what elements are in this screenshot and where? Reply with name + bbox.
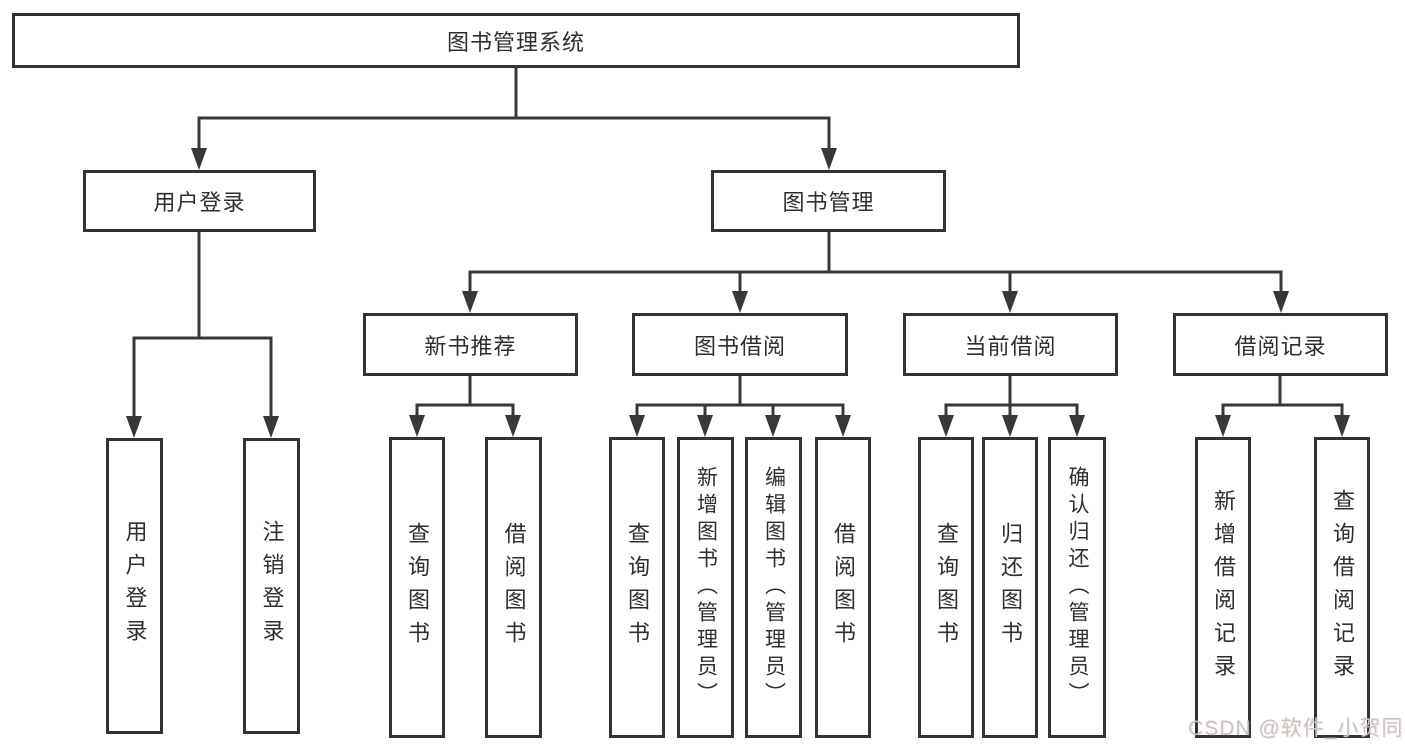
arrowhead (462, 291, 478, 313)
node-current-borrow: 当前借阅 (903, 313, 1118, 376)
watermark: CSDN @软件_小贺同学 (1188, 717, 1405, 740)
arrowhead (126, 416, 142, 438)
arrowhead (263, 416, 279, 438)
node-new-book-recommend: 新书推荐 (363, 313, 578, 376)
leaf-edit-books-admin: 编辑图书（管理员） (745, 437, 802, 738)
arrowhead (629, 415, 645, 437)
leaf-query-books-borrow: 查询图书 (609, 437, 665, 738)
arrowhead-group (126, 148, 1350, 438)
arrowhead (1215, 415, 1231, 437)
node-book-borrow: 图书借阅 (632, 313, 848, 376)
arrowhead (1069, 415, 1085, 437)
arrowhead (697, 415, 713, 437)
arrowhead (938, 415, 954, 437)
arrowhead (1273, 291, 1289, 313)
arrowhead (1002, 291, 1018, 313)
node-user-login: 用户登录 (83, 170, 316, 232)
leaf-add-borrow-record: 新增借阅记录 (1195, 437, 1251, 738)
leaf-query-books-recommend: 查询图书 (389, 437, 445, 738)
leaf-return-books: 归还图书 (982, 437, 1038, 738)
node-borrow-records: 借阅记录 (1173, 313, 1388, 376)
leaf-borrow-books-recommend: 借阅图书 (485, 437, 542, 738)
arrowhead (732, 291, 748, 313)
leaf-confirm-return-admin: 确认归还（管理员） (1048, 437, 1106, 738)
arrowhead (1002, 415, 1018, 437)
arrowhead (1334, 415, 1350, 437)
leaf-add-books-admin: 新增图书（管理员） (677, 437, 734, 738)
arrowhead (835, 415, 851, 437)
node-book-management: 图书管理 (711, 170, 946, 232)
node-library-system: 图书管理系统 (12, 13, 1020, 68)
leaf-user-login: 用户登录 (106, 438, 163, 734)
arrowhead (821, 148, 837, 170)
leaf-query-borrow-record: 查询借阅记录 (1314, 437, 1370, 738)
leaf-query-books-current: 查询图书 (918, 437, 974, 738)
leaf-borrow-books: 借阅图书 (815, 437, 871, 738)
leaf-logout: 注销登录 (243, 438, 300, 734)
arrowhead (505, 415, 521, 437)
arrowhead (409, 415, 425, 437)
arrowhead (191, 148, 207, 170)
arrowhead (765, 415, 781, 437)
